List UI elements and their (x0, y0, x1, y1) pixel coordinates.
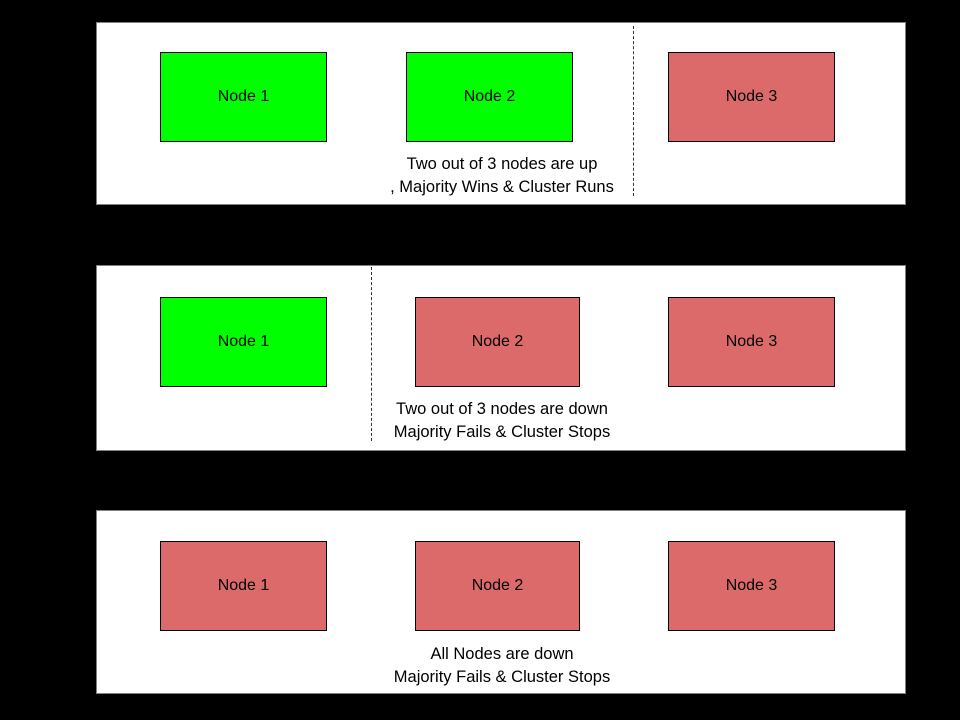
caption-panel-up-majority: Two out of 3 nodes are up , Majority Wins… (202, 153, 802, 199)
caption-line-2: , Majority Wins & Cluster Runs (390, 178, 614, 196)
caption-line-2: Majority Fails & Cluster Stops (393, 668, 611, 686)
node-box-node-3-panel-up-majority[interactable]: Node 3 (668, 52, 835, 142)
quorum-divider-panel-up-majority (633, 26, 634, 196)
node-label: Node 3 (725, 333, 778, 350)
caption-line-2: Majority Fails & Cluster Stops (393, 423, 611, 441)
node-label: Node 1 (217, 333, 270, 350)
node-box-node-2-panel-up-majority[interactable]: Node 2 (406, 52, 573, 142)
node-box-node-3-panel-all-down[interactable]: Node 3 (668, 541, 835, 631)
node-box-node-1-panel-all-down[interactable]: Node 1 (160, 541, 327, 631)
caption-line-1: Two out of 3 nodes are down (396, 400, 608, 418)
node-box-node-1-panel-up-majority[interactable]: Node 1 (160, 52, 327, 142)
node-label: Node 2 (463, 88, 516, 105)
node-box-node-3-panel-down-majority[interactable]: Node 3 (668, 297, 835, 387)
node-box-node-1-panel-down-majority[interactable]: Node 1 (160, 297, 327, 387)
caption-line-1: All Nodes are down (430, 645, 574, 663)
node-box-node-2-panel-all-down[interactable]: Node 2 (415, 541, 580, 631)
node-label: Node 1 (217, 577, 270, 594)
quorum-divider-panel-down-majority (371, 267, 372, 441)
caption-line-1: Two out of 3 nodes are up (406, 155, 598, 173)
node-label: Node 2 (471, 333, 524, 350)
node-label: Node 3 (725, 88, 778, 105)
node-label: Node 3 (725, 577, 778, 594)
node-label: Node 2 (471, 577, 524, 594)
node-box-node-2-panel-down-majority[interactable]: Node 2 (415, 297, 580, 387)
node-label: Node 1 (217, 88, 270, 105)
